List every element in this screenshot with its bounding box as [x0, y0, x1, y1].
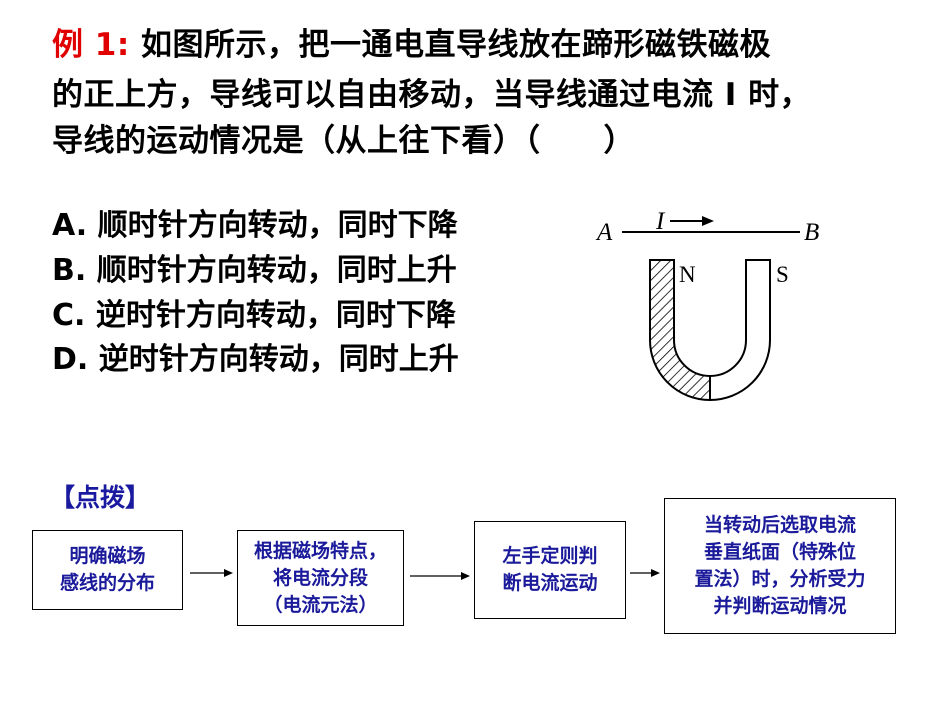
- flow-arrow-1-head: [224, 569, 233, 577]
- option-c-key: C.: [52, 298, 86, 333]
- question-text-1: 如图所示，把一通电直导线放在蹄形磁铁磁极: [129, 27, 772, 63]
- option-d[interactable]: D. 逆时针方向转动，同时上升: [52, 342, 459, 378]
- option-d-text: 逆时针方向转动，同时上升: [98, 342, 459, 377]
- option-c[interactable]: C. 逆时针方向转动，同时下降: [52, 298, 456, 334]
- option-a[interactable]: A. 顺时针方向转动，同时下降: [52, 208, 458, 244]
- question-line-2: 的正上方，导线可以自由移动，当导线通过电流 I 时，: [52, 77, 812, 113]
- hint-step-2: 根据磁场特点， 将电流分段 （电流元法）: [237, 530, 404, 626]
- current-arrow-head: [702, 216, 714, 226]
- question-label: 例 1:: [52, 27, 130, 63]
- magnet-south-half: [709, 259, 771, 402]
- hint-step-1: 明确磁场 感线的分布: [32, 530, 183, 610]
- option-b[interactable]: B. 顺时针方向转动，同时上升: [52, 253, 457, 289]
- option-b-key: B.: [52, 253, 87, 288]
- option-d-key: D.: [52, 342, 89, 377]
- pole-n-label: N: [679, 262, 696, 287]
- hint-step-3: 左手定则判 断电流运动: [474, 521, 626, 619]
- hint-title: 【点拨】: [50, 483, 151, 512]
- point-b-label: B: [804, 219, 819, 246]
- option-c-text: 逆时针方向转动，同时下降: [95, 298, 456, 333]
- point-a-label: A: [595, 219, 613, 246]
- option-a-text: 顺时针方向转动，同时下降: [97, 208, 458, 243]
- flow-arrow-3-head: [651, 569, 660, 577]
- question-line-3: 导线的运动情况是（从上往下看）（ ）: [52, 123, 635, 159]
- flow-arrow-2-head: [461, 572, 470, 580]
- current-label: I: [655, 208, 666, 235]
- hint-step-4: 当转动后选取电流 垂直纸面（特殊位 置法）时，分析受力 并判断运动情况: [664, 498, 896, 634]
- option-b-text: 顺时针方向转动，同时上升: [96, 253, 457, 288]
- question-line-1: 例 1: 如图所示，把一通电直导线放在蹄形磁铁磁极: [52, 26, 771, 64]
- option-a-key: A.: [52, 208, 88, 243]
- pole-s-label: S: [776, 262, 789, 287]
